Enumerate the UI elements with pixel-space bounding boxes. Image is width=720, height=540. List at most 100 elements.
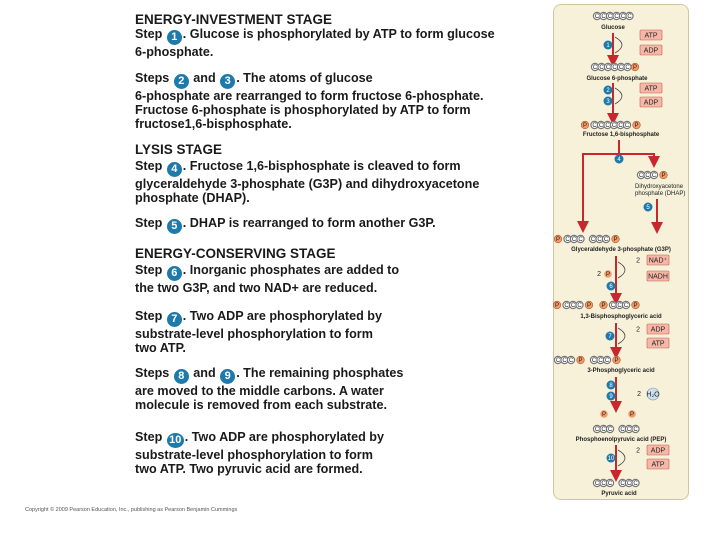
curve-step-6 <box>617 261 626 279</box>
pga3-molecule-carbon <box>602 355 612 365</box>
pga3-molecule-carbon-label: C <box>592 358 597 364</box>
f16bp-molecule-phosphate-label: P <box>634 123 638 129</box>
pathway-step-6 <box>606 281 616 291</box>
arrow-step-4-right <box>619 153 660 168</box>
cofactor-adp-7-box <box>646 323 670 335</box>
dhap-molecule-carbon <box>649 170 659 180</box>
curve-step-1 <box>614 36 623 54</box>
g3p-molecule-carbon-label: C <box>597 237 602 243</box>
cofactor-adp-3: ADP <box>644 100 659 107</box>
stage-title-conserving: ENERGY-CONSERVING STAGE <box>135 246 336 261</box>
step-number-7: 7 <box>166 312 182 327</box>
f16bp-molecule-carbon <box>622 120 632 130</box>
label-dhap-1: Dihydroxyacetone <box>635 184 684 190</box>
cofactor-atp-10: ATP <box>651 462 664 469</box>
curve-step-10 <box>617 449 626 467</box>
bpg-molecule-phosphate <box>553 300 562 310</box>
bpg-molecule-phosphate-label: P <box>633 303 637 309</box>
cofactor-atp-7: ATP <box>651 341 664 348</box>
cofactor-atp-1-box <box>639 29 663 41</box>
pyruvic-molecule-carbon-label: C <box>601 481 606 487</box>
pathway-step-7 <box>605 331 615 341</box>
f16bp-molecule-phosphate <box>632 120 641 130</box>
pep-molecule-carbon-label: C <box>633 427 638 433</box>
pga3-molecule-carbon-label: C <box>562 358 567 364</box>
step-8-9-text: Steps 8 and 9. The remaining phosphates … <box>135 366 404 412</box>
bpg-molecule-phosphate-label: P <box>555 303 559 309</box>
bpg-molecule-carbon-label: C <box>577 303 582 309</box>
pep-molecule-carbon <box>605 424 615 434</box>
g3p-molecule-phosphate-label: P <box>556 237 560 243</box>
step-2-3-text: Steps 2 and 3. The atoms of glucose 6-ph… <box>135 71 484 131</box>
g6p-molecule-carbon-label: C <box>593 65 598 71</box>
cofactor-nadh-box <box>646 270 670 282</box>
step-7-text: Step 7. Two ADP are phosphorylated by su… <box>135 309 382 355</box>
bpg-molecule-phosphate <box>631 300 640 310</box>
g3p-molecule-phosphate <box>553 234 563 244</box>
curve-step-3 <box>614 87 623 105</box>
cofactor-atp-3-box <box>639 82 663 94</box>
bpg-molecule-phosphate-label: P <box>601 303 605 309</box>
pathway-step-1-label: 1 <box>606 43 610 49</box>
step-number-8: 8 <box>173 369 189 384</box>
bpg-molecule-phosphate-label: P <box>587 303 591 309</box>
dhap-molecule-carbon-label: C <box>639 173 644 179</box>
cofactor-adp-7: ADP <box>651 327 666 334</box>
pathway-step-3-label: 3 <box>606 99 610 105</box>
cofactor-water-count: 2 <box>637 391 641 398</box>
g3p-molecule-carbon-label: C <box>578 237 583 243</box>
curve-step-7 <box>617 327 626 345</box>
pga3-molecule-carbon-label: C <box>598 358 603 364</box>
label-bpg: 1,3-Bisphosphoglyceric acid <box>580 314 662 320</box>
g6p-molecule-carbon-label: C <box>612 65 617 71</box>
bpg-molecule-carbon <box>575 300 584 310</box>
bpg-molecule-carbon-label: C <box>617 303 622 309</box>
g3p-molecule-carbon <box>601 234 611 244</box>
glucose-molecule-carbon <box>625 11 634 21</box>
pyruvic-molecule-carbon <box>605 478 615 488</box>
step-number-2: 2 <box>173 74 189 89</box>
explanation-text: ENERGY-INVESTMENT STAGE Step 1. Glucose … <box>135 12 540 476</box>
pep-molecule-carbon-label: C <box>627 427 632 433</box>
f16bp-molecule-carbon-label: C <box>625 123 630 129</box>
bpg-molecule-phosphate <box>584 300 594 310</box>
cofactor-nadh: NADH <box>648 274 668 281</box>
pathway-panel <box>553 4 689 500</box>
step-4-text: Step 4. Fructose 1,6-bisphosphate is cle… <box>135 159 480 205</box>
cofactor-atp-7-box <box>646 337 670 349</box>
inorganic-phosphate-label: P <box>606 272 610 278</box>
cofactor-water: H₂O <box>646 392 660 399</box>
pyruvic-molecule-carbon-label: C <box>633 481 638 487</box>
glucose-molecule-carbon-label: C <box>621 14 626 20</box>
cofactor-nad: NAD⁺ <box>649 258 668 265</box>
step-number-1: 1 <box>166 30 182 45</box>
bpg-molecule-carbon-label: C <box>611 303 616 309</box>
cofactor-adp-10: ADP <box>651 448 666 455</box>
pathway-step-4 <box>614 154 624 164</box>
cofactor-atp-3: ATP <box>644 86 657 93</box>
pga3-molecule-phosphate <box>612 355 621 365</box>
pyruvic-molecule-carbon <box>631 478 640 488</box>
pathway-step-2 <box>603 85 613 95</box>
glucose-molecule-carbon-label: C <box>608 14 613 20</box>
pathway-step-4-label: 4 <box>617 157 621 163</box>
g3p-molecule-phosphate-label: P <box>613 237 617 243</box>
pyruvic-molecule-carbon-label: C <box>620 481 625 487</box>
pathway-step-8-label: 8 <box>609 383 613 389</box>
label-pep: Phosphoenolpyruvic acid (PEP) <box>576 437 667 443</box>
label-g3p: Glyceraldehyde 3-phosphate (G3P) <box>571 247 671 253</box>
pga3-molecule-phosphate-label: P <box>614 358 618 364</box>
g3p-molecule-carbon <box>576 234 585 244</box>
arrow-step-4-left <box>577 140 620 233</box>
bpg-molecule-carbon <box>621 300 631 310</box>
glucose-molecule-carbon-label: C <box>627 14 632 20</box>
bpg-molecule-carbon-label: C <box>571 303 576 309</box>
pep-phosphate-b <box>628 410 636 418</box>
pathway-step-8 <box>606 380 616 390</box>
pga3-molecule-carbon <box>566 355 576 365</box>
pga3-molecule-phosphate-label: P <box>578 358 582 364</box>
label-dhap-2: phosphate (DHAP) <box>635 191 685 197</box>
pyruvic-molecule-carbon-label: C <box>595 481 600 487</box>
glucose-molecule-carbon-label: C <box>614 14 619 20</box>
label-pi-count: 2 <box>597 271 601 278</box>
